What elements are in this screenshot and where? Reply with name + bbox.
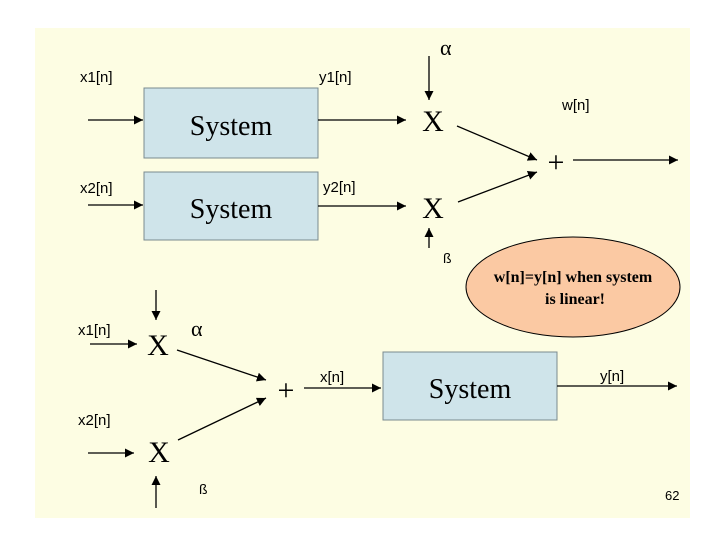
bottom-mult1-to-adder-arrow bbox=[176, 349, 267, 382]
x-label: x[n] bbox=[320, 369, 344, 386]
bottom-adder-symbol: + bbox=[278, 374, 295, 407]
adder-symbol-top: + bbox=[548, 146, 565, 179]
mult2-to-adder-arrow bbox=[457, 170, 538, 203]
mult1-to-adder-arrow bbox=[456, 125, 538, 161]
x2-label: x2[n] bbox=[80, 180, 113, 197]
linearity-callout bbox=[465, 236, 681, 338]
bottom-mult1-symbol: X bbox=[147, 329, 169, 362]
y-label: y[n] bbox=[600, 368, 624, 385]
callout-line-1: w[n]=y[n] when system bbox=[494, 269, 653, 286]
y1-label: y1[n] bbox=[319, 69, 352, 86]
page-number: 62 bbox=[665, 488, 679, 503]
x1-label: x1[n] bbox=[80, 69, 113, 86]
mult1-symbol: X bbox=[422, 105, 444, 138]
bottom-system-label: System bbox=[429, 374, 512, 405]
callout-line-2: is linear! bbox=[545, 291, 605, 308]
bottom-beta-label: ß bbox=[199, 481, 208, 497]
mult2-symbol: X bbox=[422, 192, 444, 225]
system-box-1 bbox=[143, 87, 319, 159]
w-label: w[n] bbox=[561, 97, 590, 114]
system-box-2 bbox=[143, 171, 319, 241]
beta-top-label: ß bbox=[443, 250, 452, 266]
bottom-mult2-symbol: X bbox=[148, 436, 170, 469]
bottom-x1-label: x1[n] bbox=[78, 322, 111, 339]
alpha-top-label: α bbox=[440, 35, 452, 60]
system1-label: System bbox=[190, 111, 273, 142]
bottom-x2-label: x2[n] bbox=[78, 412, 111, 429]
system2-label: System bbox=[190, 194, 273, 225]
bottom-system-box bbox=[382, 351, 558, 421]
bottom-alpha-label: α bbox=[191, 316, 203, 341]
y2-label: y2[n] bbox=[323, 179, 356, 196]
bottom-mult2-to-adder-arrow bbox=[177, 397, 267, 441]
